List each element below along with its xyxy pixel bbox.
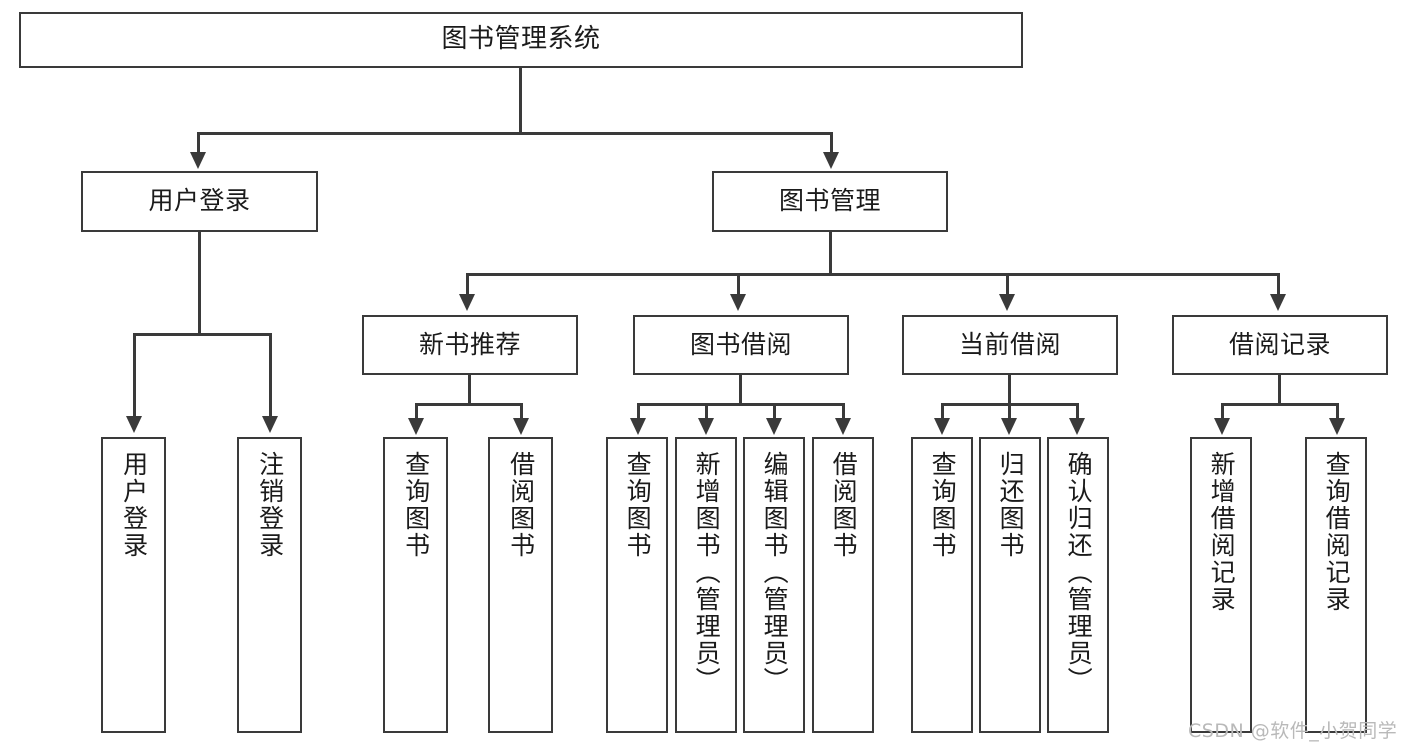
leaf-bb-borrow-book[interactable]: 借阅图书: [812, 437, 874, 733]
leaf-nbr-query-book[interactable]: 查询图书: [383, 437, 448, 733]
node-label: 查询借阅记录: [1322, 451, 1352, 613]
arrow-nbr-child-1: [408, 418, 424, 435]
node-label: 查询图书: [928, 451, 958, 559]
node-label: 归还图书: [996, 451, 1026, 559]
node-label: 借阅记录: [1228, 329, 1331, 359]
connector-root-to-user-login: [197, 132, 200, 157]
node-label: 确认归还（管理员）: [1064, 451, 1094, 694]
node-label: 图书管理: [778, 186, 881, 216]
arrow-root-to-user-login: [190, 152, 206, 169]
connector-root-bus: [197, 132, 833, 135]
connector-bb-stem: [739, 375, 742, 405]
node-current-borrow[interactable]: 当前借阅: [902, 315, 1118, 375]
node-label: 查询图书: [623, 451, 653, 559]
node-label: 图书管理系统: [441, 24, 601, 55]
connector-root-stem: [519, 68, 522, 134]
node-label: 用户登录: [148, 186, 251, 216]
connector-bb-child-3: [773, 403, 776, 421]
node-label: 图书借阅: [689, 329, 792, 359]
connector-cb-child-1: [941, 403, 944, 421]
connector-book-management-bus: [466, 273, 1280, 276]
arrow-bb-child-3: [766, 418, 782, 435]
leaf-cb-return-book[interactable]: 归还图书: [979, 437, 1041, 733]
node-label: 查询图书: [401, 451, 431, 559]
connector-user-login-child-1: [133, 333, 136, 420]
arrow-user-login-child-1: [126, 416, 142, 433]
arrow-bb-child-4: [835, 418, 851, 435]
connector-br-bus: [1221, 403, 1338, 406]
connector-nbr-bus: [415, 403, 523, 406]
node-label: 当前借阅: [958, 329, 1061, 359]
leaf-user-login-login[interactable]: 用户登录: [101, 437, 166, 733]
node-label: 用户登录: [119, 451, 149, 559]
arrow-br-child-2: [1329, 418, 1345, 435]
connector-nbr-child-2: [520, 403, 523, 421]
arrow-root-to-book-management: [823, 152, 839, 169]
node-book-borrow[interactable]: 图书借阅: [633, 315, 849, 375]
connector-nbr-child-1: [415, 403, 418, 421]
node-label: 注销登录: [255, 451, 285, 559]
connector-bb-child-4: [842, 403, 845, 421]
leaf-cb-query-book[interactable]: 查询图书: [911, 437, 973, 733]
leaf-br-query-record[interactable]: 查询借阅记录: [1305, 437, 1367, 733]
arrow-bm-to-current-borrow: [999, 294, 1015, 311]
node-root-book-management-system[interactable]: 图书管理系统: [19, 12, 1023, 68]
node-user-login[interactable]: 用户登录: [81, 171, 318, 232]
connector-bm-to-current-borrow: [1006, 273, 1009, 299]
connector-br-stem: [1278, 375, 1281, 405]
connector-nbr-stem: [468, 375, 471, 405]
connector-user-login-child-2: [269, 333, 272, 420]
connector-cb-child-2: [1008, 403, 1011, 421]
node-label: 新书推荐: [418, 329, 521, 359]
connector-user-login-stem: [198, 232, 201, 336]
leaf-br-add-record[interactable]: 新增借阅记录: [1190, 437, 1252, 733]
arrow-bm-to-book-borrow: [730, 294, 746, 311]
connector-bm-to-new-book: [466, 273, 469, 299]
leaf-bb-edit-book-admin[interactable]: 编辑图书（管理员）: [743, 437, 805, 733]
node-label: 编辑图书（管理员）: [760, 451, 790, 694]
connector-root-to-book-management: [830, 132, 833, 157]
connector-book-management-stem: [829, 232, 832, 276]
arrow-br-child-1: [1214, 418, 1230, 435]
node-label: 借阅图书: [829, 451, 859, 559]
leaf-bb-add-book-admin[interactable]: 新增图书（管理员）: [675, 437, 737, 733]
node-new-book-recommend[interactable]: 新书推荐: [362, 315, 578, 375]
connector-user-login-bus: [133, 333, 272, 336]
connector-bb-bus: [637, 403, 845, 406]
leaf-user-login-logout[interactable]: 注销登录: [237, 437, 302, 733]
node-label: 新增借阅记录: [1207, 451, 1237, 613]
connector-cb-child-3: [1076, 403, 1079, 421]
connector-bm-to-book-borrow: [737, 273, 740, 299]
arrow-cb-child-1: [934, 418, 950, 435]
connector-br-child-2: [1336, 403, 1339, 421]
arrow-nbr-child-2: [513, 418, 529, 435]
connector-cb-stem: [1008, 375, 1011, 405]
arrow-cb-child-2: [1001, 418, 1017, 435]
node-borrow-record[interactable]: 借阅记录: [1172, 315, 1388, 375]
arrow-cb-child-3: [1069, 418, 1085, 435]
arrow-bb-child-1: [630, 418, 646, 435]
connector-bb-child-1: [637, 403, 640, 421]
arrow-user-login-child-2: [262, 416, 278, 433]
leaf-nbr-borrow-book[interactable]: 借阅图书: [488, 437, 553, 733]
connector-br-child-1: [1221, 403, 1224, 421]
connector-bm-to-borrow-record: [1277, 273, 1280, 299]
arrow-bb-child-2: [698, 418, 714, 435]
arrow-bm-to-new-book: [459, 294, 475, 311]
node-book-management[interactable]: 图书管理: [712, 171, 948, 232]
node-label: 新增图书（管理员）: [692, 451, 722, 694]
node-label: 借阅图书: [506, 451, 536, 559]
connector-bb-child-2: [705, 403, 708, 421]
arrow-bm-to-borrow-record: [1270, 294, 1286, 311]
leaf-bb-query-book[interactable]: 查询图书: [606, 437, 668, 733]
leaf-cb-confirm-return-admin[interactable]: 确认归还（管理员）: [1047, 437, 1109, 733]
